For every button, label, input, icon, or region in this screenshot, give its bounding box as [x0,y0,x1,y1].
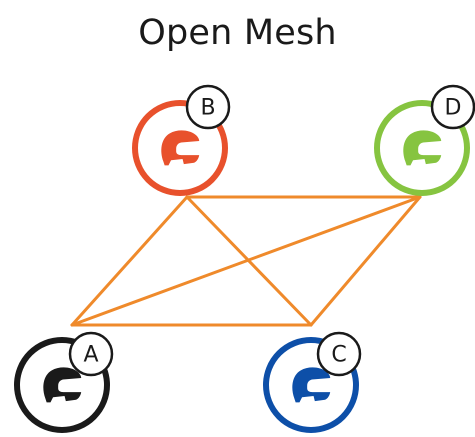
nodes-layer: A B C D [14,84,475,433]
node-badge [430,84,475,130]
link-a-d [70,195,422,327]
node-d: D [374,84,475,196]
node-c: C [263,331,362,433]
node-label: A [83,343,98,368]
link-d-c [309,195,422,327]
node-badge [68,331,114,377]
node-badge [316,331,362,377]
link-a-b [70,195,189,327]
links-layer [70,195,422,327]
node-b: B [132,84,231,196]
node-badge [185,84,231,130]
node-label: C [331,343,346,368]
node-a: A [14,331,114,433]
link-b-c [185,195,313,327]
node-label: B [200,96,215,121]
page-title: Open Mesh [138,13,337,53]
node-label: D [445,96,462,121]
